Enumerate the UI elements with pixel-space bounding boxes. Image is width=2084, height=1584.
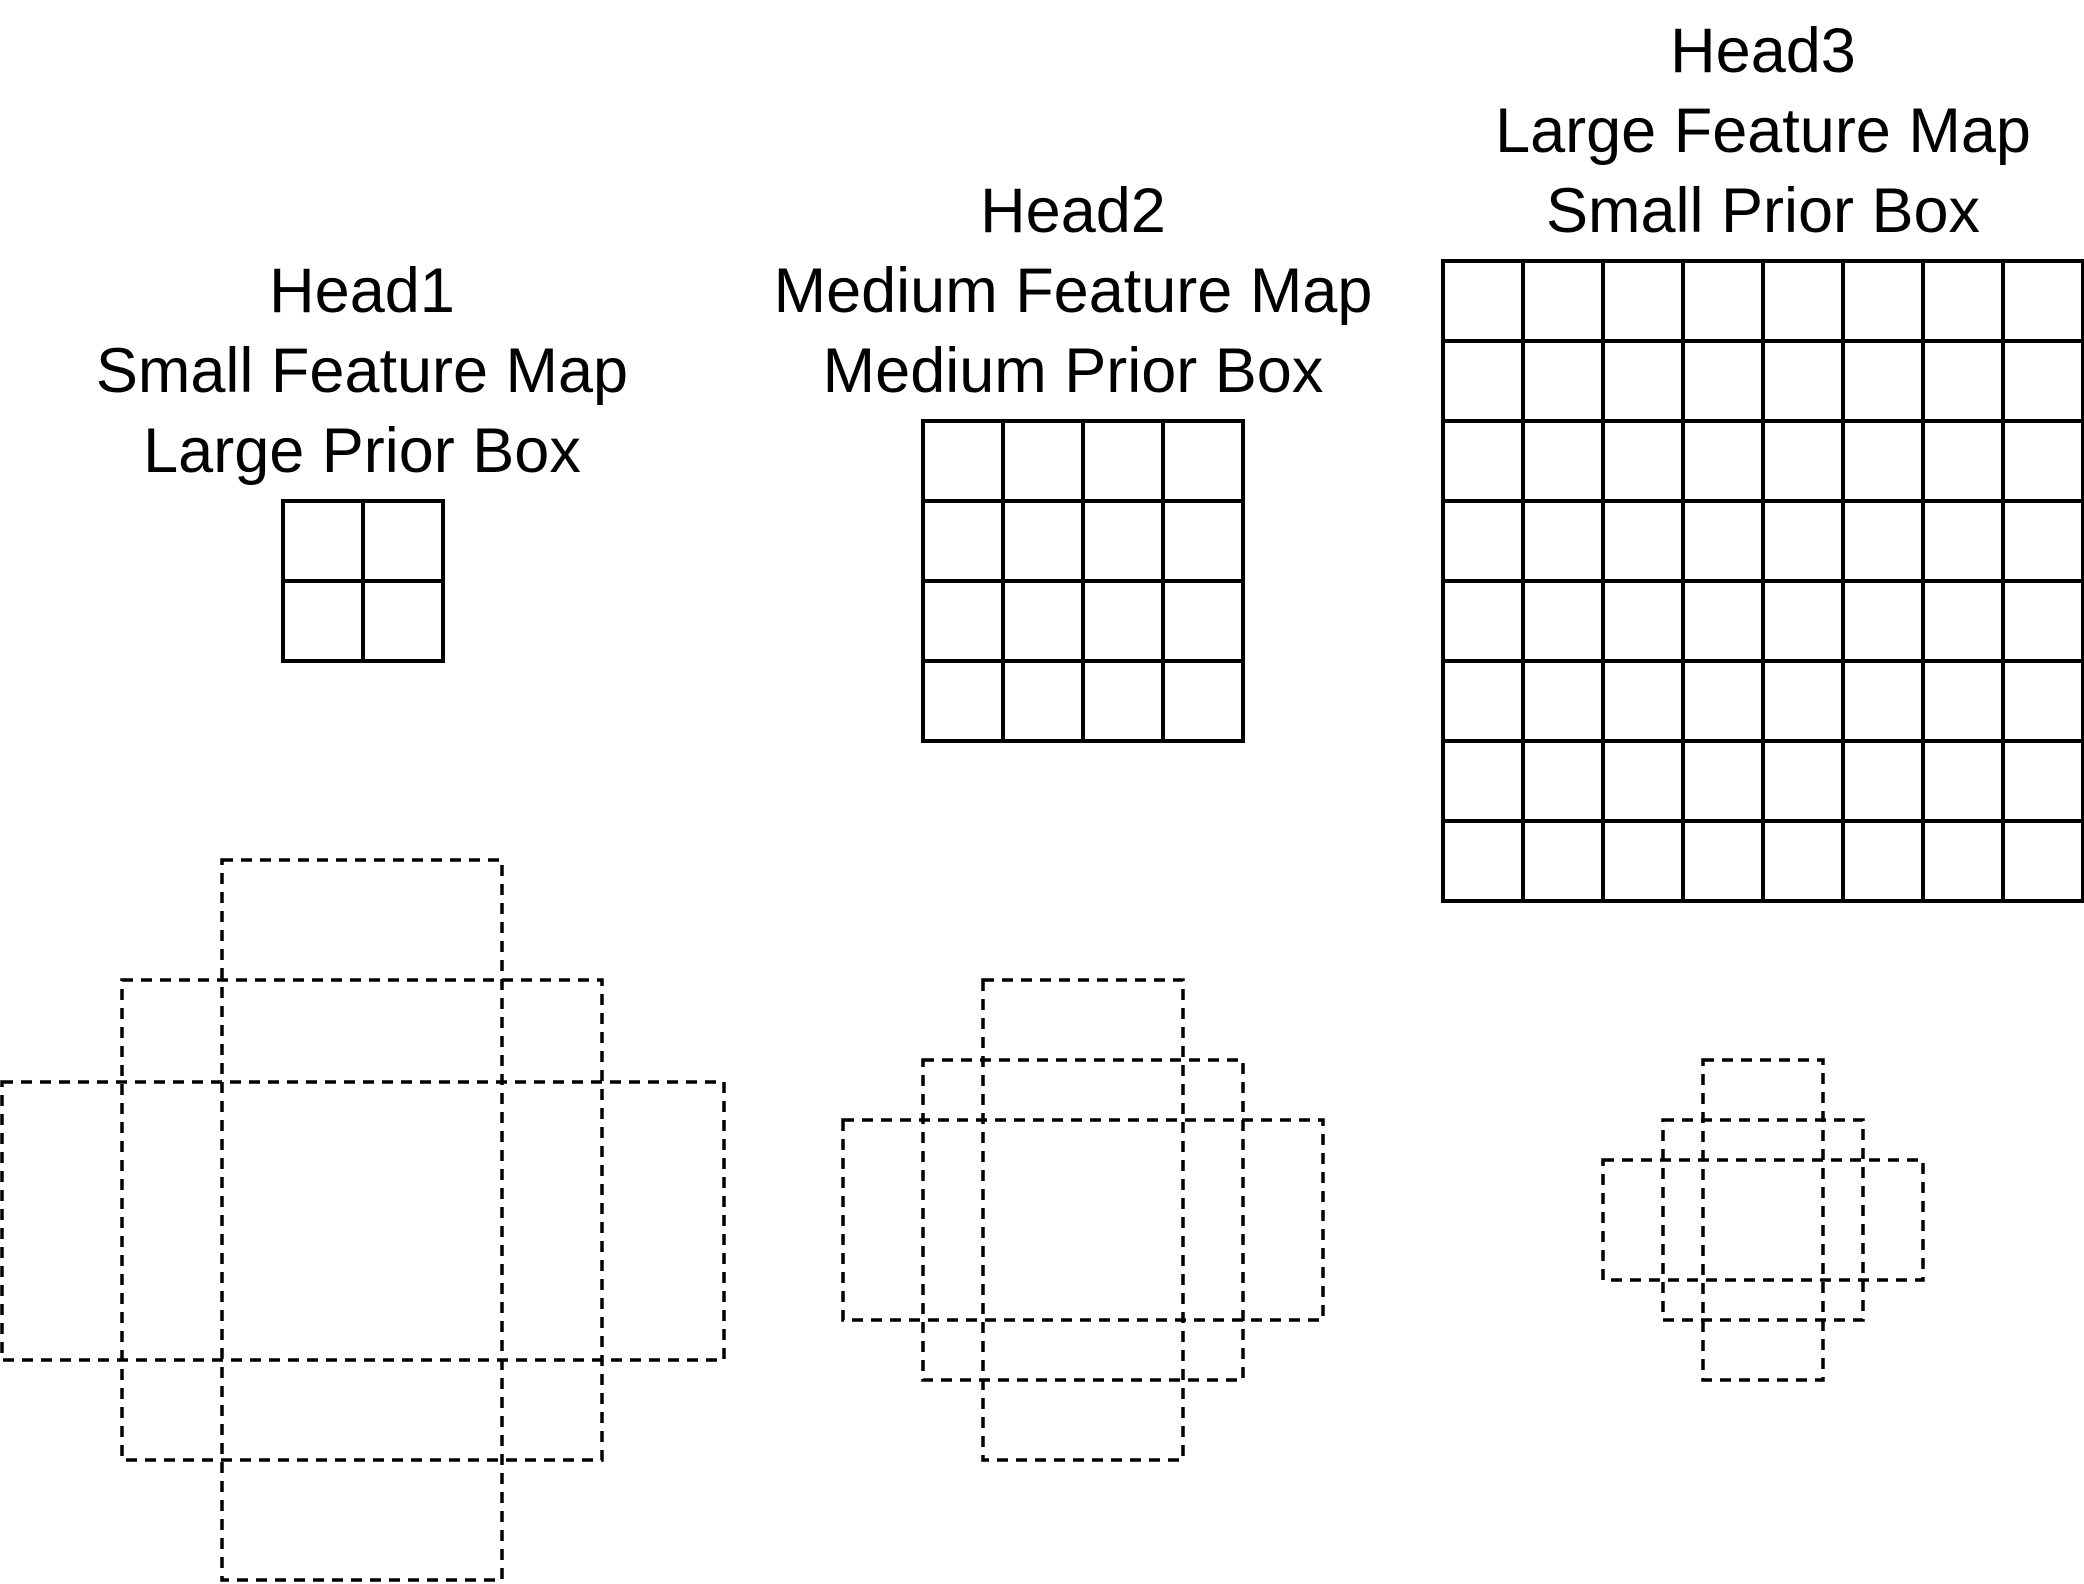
head2-feature-map-label: Medium Feature Map <box>774 256 1373 326</box>
head3-feature-map-grid <box>1441 259 2084 903</box>
head3-group: Head3 Large Feature Map Small Prior Box <box>1441 16 2084 1382</box>
head1-group: Head1 Small Feature Map Large Prior Box <box>0 256 726 1582</box>
head1-feature-map-grid <box>281 499 445 663</box>
prior-box <box>120 978 604 1462</box>
head1-prior-boxes <box>0 858 726 1582</box>
head1-feature-map-label: Small Feature Map <box>96 336 628 406</box>
prior-box <box>1661 1118 1865 1322</box>
head2-prior-boxes <box>841 978 1325 1462</box>
prior-box <box>981 978 1185 1462</box>
prior-box <box>841 1118 1325 1322</box>
head3-prior-box-label: Small Prior Box <box>1546 176 1980 246</box>
prior-box <box>1701 1058 1825 1382</box>
head3-feature-map-label: Large Feature Map <box>1495 96 2031 166</box>
prior-box <box>220 858 504 1582</box>
head1-prior-box-label: Large Prior Box <box>143 416 581 486</box>
head2-title: Head2 <box>980 176 1166 246</box>
head2-prior-box-label: Medium Prior Box <box>823 336 1324 406</box>
head1-title: Head1 <box>269 256 455 326</box>
head3-title: Head3 <box>1670 16 1856 86</box>
head2-group: Head2 Medium Feature Map Medium Prior Bo… <box>774 176 1373 1462</box>
prior-box <box>1601 1158 1925 1282</box>
prior-box <box>0 1080 726 1362</box>
prior-box <box>921 1058 1245 1382</box>
head3-prior-boxes <box>1601 1058 1925 1382</box>
head2-feature-map-grid <box>921 419 1245 743</box>
